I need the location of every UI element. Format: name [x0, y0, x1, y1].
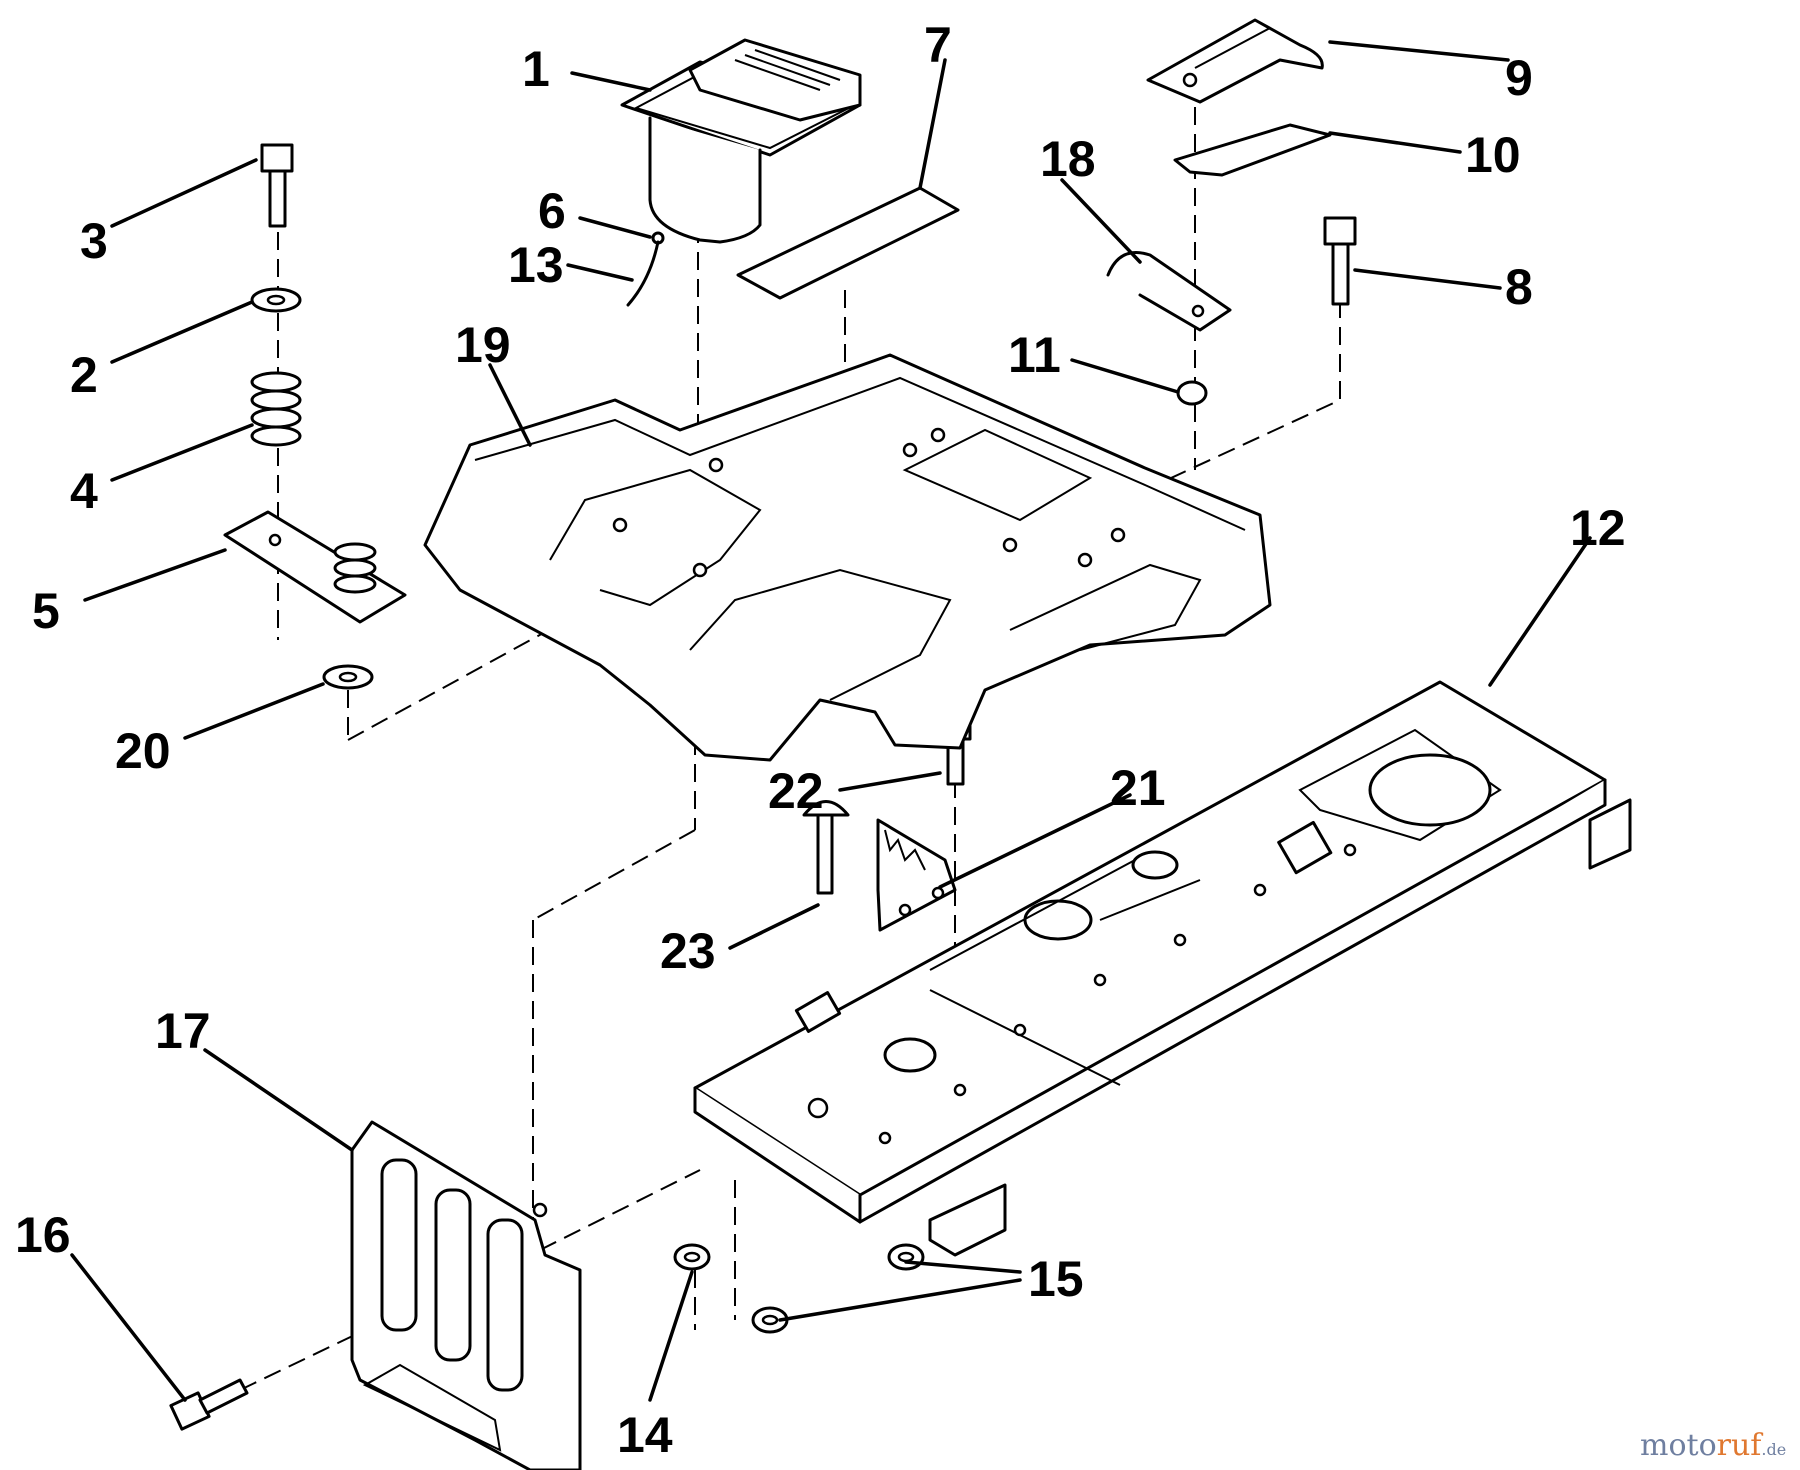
callout-9: 9 [1505, 50, 1533, 106]
callout-13: 13 [508, 237, 564, 293]
callout-17: 17 [155, 1003, 211, 1059]
part-6-13-clip-wire [626, 231, 665, 307]
callout-11: 11 [1008, 327, 1061, 383]
callout-18: 18 [1040, 131, 1096, 187]
callout-5: 5 [32, 583, 60, 639]
part-9-10-plates [1146, 18, 1332, 177]
callout-10: 10 [1465, 127, 1521, 183]
callout-7: 7 [924, 17, 952, 73]
part-7-decal [736, 186, 960, 300]
callout-labels: 1 2 3 4 5 6 7 8 9 10 11 12 13 14 15 16 1… [15, 17, 1626, 1463]
part-16-bolt [169, 1378, 249, 1431]
callout-15: 15 [1028, 1251, 1084, 1307]
part-1-cup-tray [620, 38, 862, 244]
watermark-suffix: .de [1761, 1440, 1786, 1459]
part-5-spring-plate [223, 510, 407, 624]
part-23-carriage-bolt [802, 800, 850, 895]
callout-3: 3 [80, 213, 108, 269]
watermark-logo: motoruf.de [1640, 1428, 1786, 1463]
part-21-bracket [876, 818, 957, 932]
callout-23: 23 [660, 923, 716, 979]
callout-2: 2 [70, 347, 98, 403]
callout-8: 8 [1505, 259, 1533, 315]
part-3-bolt [260, 143, 294, 228]
callout-14: 14 [617, 1407, 673, 1463]
callout-19: 19 [455, 317, 511, 373]
callout-1: 1 [522, 41, 550, 97]
part-19-fender [423, 353, 1272, 762]
callout-16: 16 [15, 1207, 71, 1263]
callout-6: 6 [538, 183, 566, 239]
part-10-plate [1173, 123, 1332, 177]
svg-text:motoruf.de: motoruf.de [1640, 1428, 1786, 1463]
callout-21: 21 [1110, 760, 1166, 816]
callout-20: 20 [115, 723, 171, 779]
callout-12: 12 [1570, 500, 1626, 556]
part-17-rear-plate [350, 1120, 582, 1470]
part-18-clamp [1106, 251, 1232, 332]
part-4-spring [250, 371, 302, 447]
part-8-bolt [1323, 216, 1357, 306]
part-12-frame [693, 680, 1632, 1257]
leader-lines [70, 40, 1592, 1402]
callout-22: 22 [768, 763, 824, 819]
part-11-nut [1176, 380, 1208, 406]
watermark-part1: moto [1640, 1428, 1717, 1463]
callout-4: 4 [70, 463, 98, 519]
watermark-part2: ruf [1717, 1428, 1764, 1463]
